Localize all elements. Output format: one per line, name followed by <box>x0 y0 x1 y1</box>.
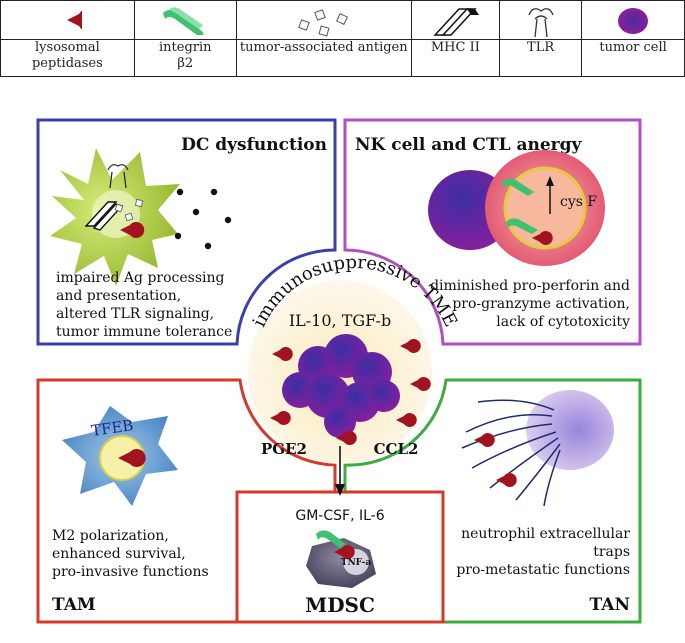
ccl2-label: CCL2 <box>374 440 419 458</box>
tlr-icon <box>527 8 554 38</box>
nk-description: diminished pro-perforin and pro-granzyme… <box>430 278 630 330</box>
legend-cell <box>0 0 135 40</box>
tumor-cell-icon <box>618 8 649 34</box>
dc-desc-line: and presentation, <box>56 288 181 304</box>
lysosomal-peptidase-icon <box>334 545 355 559</box>
tlr-icon <box>107 164 129 189</box>
tnf-label: TNF-a <box>341 558 372 568</box>
pge2-label: PGE2 <box>261 440 307 458</box>
dc-desc-line: altered TLR signaling, <box>56 306 214 322</box>
nk-desc-line: diminished pro-perforin and <box>430 278 630 294</box>
legend-cell <box>410 0 501 40</box>
integrin-icon <box>502 178 534 196</box>
cystatin-f-label: cys F <box>560 194 597 210</box>
tan-desc-line: traps <box>593 544 630 560</box>
dc-panel-title: DC dysfunction <box>181 135 327 155</box>
tan-desc-line: neutrophil extracellular <box>461 526 630 542</box>
tam-title: TAM <box>52 595 96 615</box>
tam-desc-line: M2 polarization, <box>52 528 169 544</box>
tan-description: neutrophil extracellular traps pro-metas… <box>456 526 630 578</box>
dc-description: impaired Ag processing and presentation,… <box>56 270 232 340</box>
tam-panel-border <box>36 378 337 624</box>
tam-description: M2 polarization, enhanced survival, pro-… <box>52 528 209 580</box>
dc-desc-line: impaired Ag processing <box>56 270 225 286</box>
nk-desc-line: pro-granzyme activation, <box>452 296 630 312</box>
arrow-head <box>335 484 345 496</box>
lysosomal-peptidase-icon <box>67 10 83 30</box>
arrow-head <box>546 176 554 186</box>
tam-desc-line: enhanced survival, <box>52 546 186 562</box>
tan-desc-line: pro-metastatic functions <box>456 562 630 578</box>
tme-cytokines: IL-10, TGF-b <box>289 311 391 330</box>
mhc-ii-icon <box>433 8 480 36</box>
legend-cell <box>499 0 583 40</box>
mhc-ii-icon <box>84 201 124 231</box>
legend-cell <box>133 0 237 40</box>
legend-label-tumor-associated-antigen: tumor-associated antigen <box>235 39 412 77</box>
nk-panel-border <box>343 118 642 346</box>
tan-panel-border <box>343 378 642 624</box>
antigen-dots <box>174 188 232 250</box>
legend-label-mhc-ii: MHC II <box>410 39 501 77</box>
integrin-icon <box>506 218 538 234</box>
integrin-icon <box>163 7 204 35</box>
mdsc-cytokines: GM-CSF, IL-6 <box>295 508 384 524</box>
integrin-icon <box>316 530 346 548</box>
dc-desc-line: tumor immune tolerance <box>56 324 232 340</box>
lysosomal-peptidase-icon <box>120 222 145 238</box>
tumor-mass <box>282 334 400 438</box>
legend-cell <box>581 0 685 40</box>
dendritic-cell <box>50 148 180 286</box>
legend-label-lysosomal-peptidases: lysosomal peptidases <box>0 39 135 77</box>
lysosomal-peptidase-icon <box>496 473 517 488</box>
tfeb-label: TFEB <box>90 416 134 440</box>
mdsc-title: MDSC <box>305 593 375 617</box>
tumor-associated-antigen-icon <box>114 199 143 222</box>
tan-title: TAN <box>590 595 630 615</box>
neutrophil-cell <box>526 390 614 470</box>
nk-desc-line: lack of cytotoxicity <box>496 314 630 330</box>
peptidase-cluster <box>270 339 431 446</box>
net-strands <box>461 399 561 507</box>
mdsc-panel-border <box>235 490 445 624</box>
macrophage-cell <box>62 406 178 506</box>
legend-label-tlr: TLR <box>499 39 583 77</box>
legend-cell <box>235 0 412 40</box>
dc-panel-border <box>36 118 337 346</box>
lysosomal-peptidase-icon <box>474 433 495 448</box>
nk-panel-title: NK cell and CTL anergy <box>355 135 583 155</box>
tme-diagram: DC dysfunction impaired Ag processing an… <box>36 118 642 624</box>
tam-desc-line: pro-invasive functions <box>52 564 209 580</box>
legend-label-tumor-cell: tumor cell <box>581 39 685 77</box>
lysosomal-peptidase-icon <box>532 231 553 245</box>
tumor-associated-antigen-icon <box>297 9 348 37</box>
